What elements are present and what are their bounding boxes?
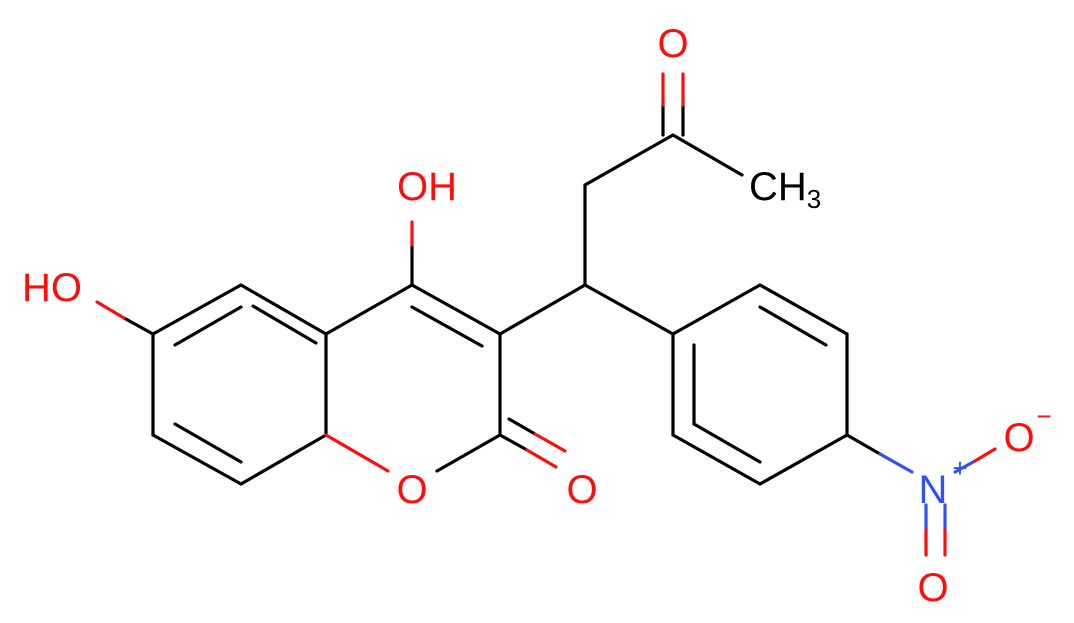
lactone-oxygen-label: O — [566, 468, 597, 512]
benzo-ring — [151, 283, 328, 486]
methyl-subscript: 3 — [807, 184, 821, 214]
nitro-bonds — [845, 433, 997, 557]
ring-oxygen-label: O — [396, 468, 427, 512]
ho-label-c6: HO — [22, 266, 82, 310]
nitro-oxygen-double-label: O — [917, 566, 948, 610]
nitro-minus-charge: − — [1036, 401, 1051, 431]
nitro-plus-charge: + — [952, 453, 967, 483]
nitro-oxygen-minus-label: O — [1003, 416, 1034, 460]
nitro-nitrogen-label: N — [919, 468, 948, 512]
lactone-carbonyl-bond — [498, 417, 567, 469]
c6-oh-bond-o — [95, 300, 126, 320]
nitrophenyl-ring — [583, 283, 849, 486]
methyl-ch: CH — [749, 165, 807, 209]
pyranone-ring — [324, 283, 502, 473]
oh-label-c4: OH — [397, 165, 457, 209]
c6-oh-bond — [122, 316, 155, 336]
methyl-label: CH3 — [749, 165, 821, 214]
side-chain — [498, 72, 744, 336]
ketone-oxygen-label: O — [657, 22, 688, 66]
